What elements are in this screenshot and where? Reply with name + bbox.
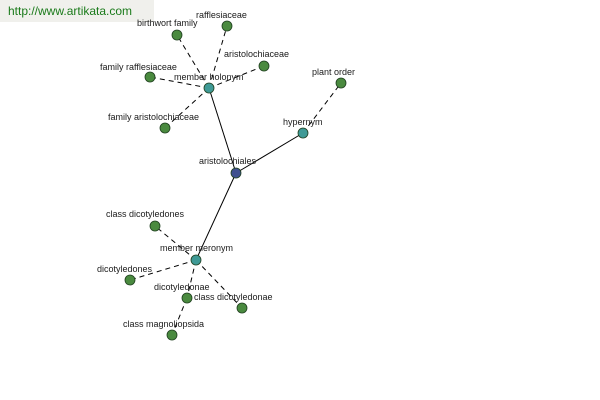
edge-aristolochiales-to-member-meronym xyxy=(195,172,237,261)
node-class-magnoliopsida[interactable] xyxy=(166,329,178,341)
node-dicotyledonae[interactable] xyxy=(181,292,193,304)
site-watermark: http://www.artikata.com xyxy=(0,0,155,22)
edge-hypernym-to-plant-order xyxy=(302,82,342,134)
edge-member-holonym-to-family-rafflesiaceae xyxy=(149,76,210,89)
node-family-aristolochiaceae[interactable] xyxy=(159,122,171,134)
node-label-hypernym: hypernym xyxy=(283,117,323,127)
node-label-family-rafflesiaceae: family rafflesiaceae xyxy=(100,62,177,72)
node-birthwort-family[interactable] xyxy=(171,29,183,41)
graph-nodes xyxy=(124,20,347,341)
edge-member-holonym-to-rafflesiaceae xyxy=(208,25,228,89)
node-dicotyledones[interactable] xyxy=(124,274,136,286)
node-class-dicotyledones[interactable] xyxy=(149,220,161,232)
edge-member-holonym-to-birthwort-family xyxy=(176,34,210,89)
edge-member-holonym-to-family-aristolochiaceae xyxy=(164,87,210,129)
node-rafflesiaceae[interactable] xyxy=(221,20,233,32)
graph-edges xyxy=(129,25,342,336)
node-family-rafflesiaceae[interactable] xyxy=(144,71,156,83)
node-label-birthwort-family: birthwort family xyxy=(137,18,198,28)
node-aristolochiales[interactable] xyxy=(230,167,242,179)
edge-dicotyledonae-to-class-magnoliopsida xyxy=(171,297,188,336)
edge-aristolochiales-to-member-holonym xyxy=(208,87,237,174)
node-label-class-dicotyledonae: class dicotyledonae xyxy=(194,292,273,302)
node-label-aristolochiaceae: aristolochiaceae xyxy=(224,49,289,59)
node-plant-order[interactable] xyxy=(335,77,347,89)
node-label-class-dicotyledones: class dicotyledones xyxy=(106,209,185,219)
edge-member-meronym-to-dicotyledones xyxy=(129,259,197,281)
edge-aristolochiales-to-hypernym xyxy=(235,132,304,174)
node-label-plant-order: plant order xyxy=(312,67,355,77)
node-member-meronym[interactable] xyxy=(190,254,202,266)
node-class-dicotyledonae[interactable] xyxy=(236,302,248,314)
node-label-dicotyledones: dicotyledones xyxy=(97,264,153,274)
node-label-family-aristolochiaceae: family aristolochiaceae xyxy=(108,112,199,122)
node-label-member-meronym: member meronym xyxy=(160,243,233,253)
edge-member-meronym-to-class-dicotyledonae xyxy=(195,259,243,309)
node-label-rafflesiaceae: rafflesiaceae xyxy=(196,10,247,20)
node-member-holonym[interactable] xyxy=(203,82,215,94)
node-label-dicotyledonae: dicotyledonae xyxy=(154,282,210,292)
node-label-class-magnoliopsida: class magnoliopsida xyxy=(123,319,204,329)
edge-member-meronym-to-dicotyledonae xyxy=(186,259,197,299)
edge-member-holonym-to-aristolochiaceae xyxy=(208,65,265,89)
node-aristolochiaceae[interactable] xyxy=(258,60,270,72)
graph-labels: aristolochiales hypernym member holonym mem… xyxy=(97,10,355,329)
node-hypernym[interactable] xyxy=(297,127,309,139)
node-label-aristolochiales: aristolochiales xyxy=(199,156,257,166)
node-label-member-holonym: member holonym xyxy=(174,72,244,82)
